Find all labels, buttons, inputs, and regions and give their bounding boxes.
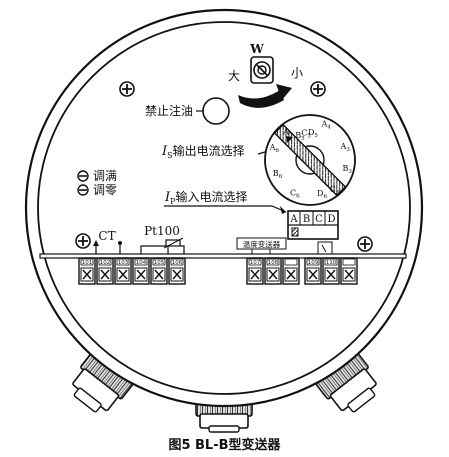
- dial-position-label: A4: [321, 120, 332, 131]
- dial-position-label: A6: [269, 143, 280, 154]
- screw-top-left: [119, 81, 135, 97]
- output-current-dial[interactable]: [264, 114, 356, 206]
- dial-position-label: C5: [301, 128, 311, 139]
- adjust-full-knob[interactable]: [77, 170, 89, 182]
- label-big: 大: [228, 69, 240, 83]
- label-small: 小: [291, 66, 303, 80]
- terminal-block[interactable]: [282, 257, 300, 285]
- dial-position-label: B3: [343, 164, 353, 175]
- terminal-block[interactable]: 109: [304, 257, 322, 285]
- dip-switch-letter: A: [289, 214, 298, 225]
- dip-switch-letter: C: [315, 214, 323, 225]
- label-adjust-zero: 调零: [93, 183, 117, 197]
- dip-switch-letter: D: [327, 214, 335, 225]
- dial-position-label: A5: [282, 128, 293, 139]
- ct-dot-icon: [118, 241, 122, 254]
- terminal-label: 105: [154, 260, 165, 266]
- temp-transmitter-tag: [236, 237, 287, 250]
- terminal-label: 108: [268, 260, 279, 266]
- terminal-label: 101: [82, 260, 93, 266]
- w-adjust-screw[interactable]: [250, 56, 274, 84]
- terminal-block[interactable]: 101: [78, 257, 96, 285]
- terminal-block[interactable]: 103: [114, 257, 132, 285]
- label-no-oil: 禁止注油: [145, 103, 193, 118]
- terminal-label: 104: [136, 260, 147, 266]
- label-pt100: Pt100: [144, 224, 180, 238]
- dial-position-label: B6: [273, 169, 283, 180]
- svg-text:IP输入电流选择: IP输入电流选择: [164, 189, 248, 206]
- pt100-resistor-icon: [140, 237, 185, 254]
- terminal-block[interactable]: 102: [96, 257, 114, 285]
- terminal-label: 102: [100, 260, 111, 266]
- dip-switch-letter: B: [303, 214, 310, 225]
- label-adjust-full: 调满: [93, 169, 117, 183]
- dial-position-label: A3: [340, 142, 351, 153]
- svg-text:IS输出电流选择: IS输出电流选择: [161, 143, 245, 160]
- terminal-label: 109: [308, 260, 319, 266]
- terminal-block[interactable]: 106: [168, 257, 186, 285]
- screw-mid-right: [357, 236, 373, 252]
- terminal-block[interactable]: 108: [264, 257, 282, 285]
- ct-arrow-icon: [93, 240, 99, 254]
- terminal-blocks: 101 102 103 104 105 106 107 108 109 110: [78, 257, 358, 285]
- adjust-direction-arrow-icon: [238, 84, 292, 108]
- label-temp-transmitter: 温度变送器: [243, 239, 281, 249]
- ip-label: IP输入电流选择: [164, 189, 248, 206]
- dial-position-label: B5: [295, 131, 305, 142]
- figure-caption: 图5 BL-B型变送器: [168, 438, 281, 453]
- adjust-zero-knob[interactable]: [77, 184, 89, 196]
- terminal-label: 103: [118, 260, 129, 266]
- terminal-label: 107: [250, 260, 261, 266]
- terminal-block[interactable]: [340, 257, 358, 285]
- dial-position-label: C6: [290, 189, 300, 200]
- terminal-block[interactable]: 107: [246, 257, 264, 285]
- input-current-dip-switch[interactable]: [287, 210, 339, 240]
- is-label: IS输出电流选择: [161, 143, 245, 160]
- screw-top-right: [310, 81, 326, 97]
- label-w: W: [249, 42, 264, 56]
- dial-position-label: D5: [308, 128, 318, 139]
- housing-inner-ring: [37, 21, 411, 395]
- screw-mid-left: [75, 233, 91, 249]
- dial-position-label: D6: [317, 189, 327, 200]
- terminal-block[interactable]: 110: [322, 257, 340, 285]
- terminal-block[interactable]: 105: [150, 257, 168, 285]
- label-ct: CT: [98, 229, 115, 243]
- terminal-rail: [39, 253, 407, 259]
- terminal-label: 106: [172, 260, 183, 266]
- terminal-block[interactable]: 104: [132, 257, 150, 285]
- terminal-label: 110: [326, 260, 337, 266]
- dial-position-label: C3: [330, 185, 340, 196]
- oil-plug: [202, 97, 230, 125]
